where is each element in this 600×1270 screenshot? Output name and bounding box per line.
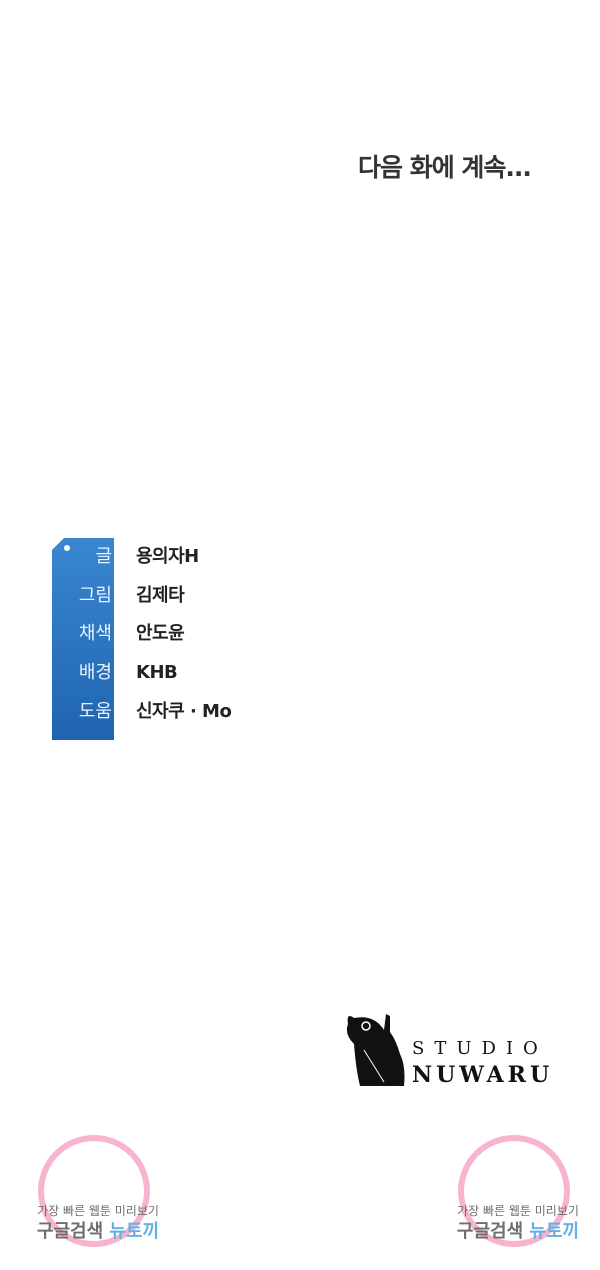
- watermark-site: 뉴토끼: [529, 1221, 580, 1242]
- credit-name: 용의자H: [136, 546, 199, 567]
- credit-name: 김제타: [136, 585, 185, 606]
- watermark-search: 구글검색 뉴토끼: [28, 1217, 168, 1243]
- credit-name: 신자쿠 · Mo: [136, 701, 232, 722]
- credit-role: 그림: [78, 585, 112, 606]
- frog-icon: [346, 1014, 405, 1086]
- credit-role: 글: [95, 546, 112, 567]
- credit-role: 배경: [78, 662, 112, 683]
- watermark-tagline: 가장 빠른 웹툰 미리보기: [457, 1204, 579, 1218]
- studio-line1: STUDIO: [412, 1038, 548, 1059]
- credit-row: 글 용의자H: [52, 542, 352, 572]
- watermark-circle: [38, 1135, 150, 1247]
- watermark-tagline: 가장 빠른 웹툰 미리보기: [37, 1204, 159, 1218]
- studio-line2: NUWARU: [412, 1062, 554, 1088]
- watermark-search: 구글검색 뉴토끼: [448, 1217, 588, 1243]
- watermark-left: 가장 빠른 웹툰 미리보기 구글검색 뉴토끼: [28, 1105, 168, 1250]
- watermark-circle: [458, 1135, 570, 1247]
- credit-row: 채색 안도윤: [52, 619, 352, 649]
- tag-hole: [64, 545, 70, 551]
- watermark-search-label: 구글검색: [456, 1221, 524, 1242]
- credit-name: KHB: [136, 662, 178, 683]
- credits-tag: [52, 538, 114, 740]
- studio-logo: STUDIO NUWARU: [344, 1010, 574, 1090]
- watermark-right: 가장 빠른 웹툰 미리보기 구글검색 뉴토끼: [448, 1105, 588, 1250]
- credit-role: 도움: [78, 701, 112, 722]
- credit-row: 배경 KHB: [52, 658, 352, 688]
- watermark-search-label: 구글검색: [36, 1221, 104, 1242]
- credit-row: 그림 김제타: [52, 581, 352, 611]
- watermark-site: 뉴토끼: [109, 1221, 160, 1242]
- credit-name: 안도윤: [136, 623, 185, 644]
- to-be-continued-text: 다음 화에 계속...: [358, 153, 532, 182]
- credit-role: 채색: [78, 623, 112, 644]
- credit-row: 도움 신자쿠 · Mo: [52, 697, 352, 727]
